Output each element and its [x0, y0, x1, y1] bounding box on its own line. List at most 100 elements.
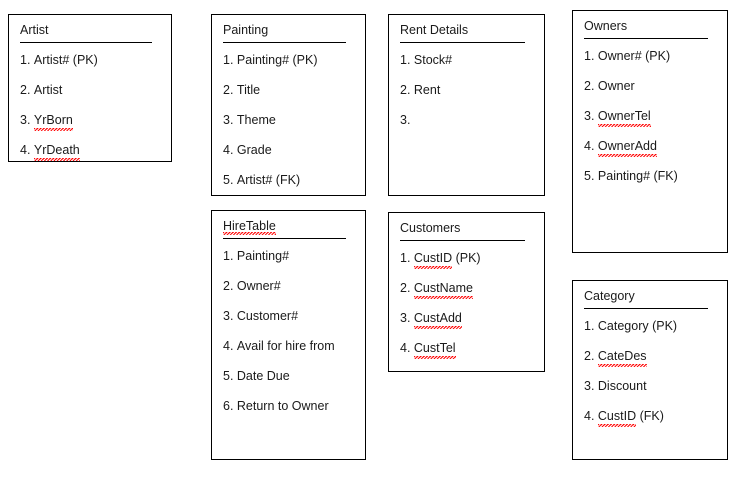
attribute-number: 4.	[223, 339, 237, 353]
attribute-item: 1. Stock#	[400, 53, 453, 67]
attribute-number: 2.	[400, 281, 414, 295]
spellcheck-flagged-word: CustAdd	[413, 311, 462, 329]
attribute-number: 5.	[223, 173, 237, 187]
attribute-item: 2. Title	[223, 83, 261, 97]
attribute-number: 2.	[584, 79, 598, 93]
attribute-number: 1.	[223, 53, 237, 67]
attribute-list: 1. Painting# (PK) 2. Title 3. Theme 4. Grad…	[223, 52, 356, 188]
spellcheck-flagged-word: CustID	[597, 409, 637, 427]
entity-title-row: Rent Details	[400, 21, 535, 39]
entity-title-row: Customers	[400, 219, 535, 237]
spellcheck-flagged-word: OwnerAdd	[597, 139, 658, 157]
attribute-number: 2.	[20, 83, 34, 97]
title-divider	[223, 42, 346, 43]
entity-title: Owners	[584, 19, 628, 33]
attribute-item: 1. Painting#	[223, 249, 290, 263]
attribute-number: 4.	[584, 409, 598, 423]
attribute-item: 1. Category (PK)	[584, 319, 678, 333]
attribute-item: 1. Artist# (PK)	[20, 53, 98, 67]
attribute-item: 4. CustTel	[400, 340, 535, 359]
attribute-list: 1. Artist# (PK) 2. Artist 3. YrBorn 4. YrDe…	[20, 52, 162, 161]
attribute-number: 3.	[400, 311, 414, 325]
title-divider	[20, 42, 152, 43]
attribute-number: 6.	[223, 399, 237, 413]
attribute-number: 3.	[584, 109, 598, 123]
attribute-number: 1.	[20, 53, 34, 67]
title-divider	[584, 38, 708, 39]
attribute-list: 1. Owner# (PK) 2. Owner 3. OwnerTel 4. Owne…	[584, 48, 718, 184]
attribute-number: 3.	[584, 379, 598, 393]
attribute-item: 3. Discount	[584, 379, 647, 393]
entity-title-row: Owners	[584, 17, 718, 35]
attribute-number: 1.	[400, 53, 414, 67]
attribute-number: 4.	[223, 143, 237, 157]
entity-box-owners: Owners 1. Owner# (PK) 2. Owner 3. OwnerTel 4…	[572, 10, 728, 253]
entity-box-hiretable: HireTable 1. Painting# 2. Owner# 3. Custome…	[211, 210, 366, 460]
attribute-list: 1. Painting# 2. Owner# 3. Customer# 4. Avai…	[223, 248, 356, 414]
title-divider	[400, 42, 525, 43]
attribute-item: 5. Painting# (FK)	[584, 169, 678, 183]
attribute-item: 1. Owner# (PK)	[584, 49, 671, 63]
attribute-item: 4. Grade	[223, 143, 272, 157]
attribute-number: 2.	[223, 83, 237, 97]
attribute-list: 1. Stock# 2. Rent 3.	[400, 52, 535, 128]
spellcheck-flagged-word: YrDeath	[33, 143, 80, 161]
entity-title-row: HireTable	[223, 217, 356, 235]
attribute-item: 3. Customer#	[223, 309, 299, 323]
attribute-number: 1.	[400, 251, 414, 265]
entity-box-artist: Artist 1. Artist# (PK) 2. Artist 3. YrBorn 4…	[8, 14, 172, 162]
spellcheck-flagged-word: OwnerTel	[597, 109, 651, 127]
attribute-item: 2. Owner#	[223, 279, 281, 293]
attribute-item: 2. CateDes	[584, 348, 718, 367]
attribute-item: 2. CustName	[400, 280, 535, 299]
attribute-item: 4. YrDeath	[20, 142, 162, 161]
attribute-number: 5.	[584, 169, 598, 183]
attribute-item: 4. Avail for hire from	[223, 339, 335, 353]
attribute-number: 4.	[400, 341, 414, 355]
entity-box-rent-details: Rent Details 1. Stock# 2. Rent 3.	[388, 14, 545, 196]
spellcheck-flagged-word: CateDes	[597, 349, 647, 367]
attribute-number: 3.	[223, 113, 237, 127]
attribute-item: 1. CustID (PK)	[400, 251, 481, 269]
title-divider	[584, 308, 708, 309]
attribute-number: 4.	[20, 143, 34, 157]
attribute-item: 2. Artist	[20, 83, 63, 97]
entity-title: Customers	[400, 221, 461, 235]
attribute-number: 3.	[223, 309, 237, 323]
title-divider	[223, 238, 346, 239]
entity-title: Artist	[20, 23, 49, 37]
attribute-item: 6. Return to Owner	[223, 399, 329, 413]
spellcheck-flagged-word: YrBorn	[33, 113, 73, 131]
attribute-item: 3. CustAdd	[400, 310, 535, 329]
entity-title-row: Artist	[20, 21, 162, 39]
spellcheck-flagged-word: CustTel	[413, 341, 456, 359]
attribute-item: 2. Owner	[584, 79, 635, 93]
attribute-list: 1. CustID (PK) 2. CustName 3. CustAdd 4. Cu…	[400, 250, 535, 359]
attribute-number: 4.	[584, 139, 598, 153]
attribute-item: 3. OwnerTel	[584, 108, 718, 127]
attribute-item: 4. OwnerAdd	[584, 138, 718, 157]
attribute-number: 1.	[584, 49, 598, 63]
attribute-item: 3. YrBorn	[20, 112, 162, 131]
spellcheck-flagged-word: CustName	[413, 281, 474, 299]
entity-box-category: Category 1. Category (PK) 2. CateDes 3. Dis…	[572, 280, 728, 460]
entity-box-customers: Customers 1. CustID (PK) 2. CustName 3. Cus…	[388, 212, 545, 372]
entity-title: Painting	[223, 23, 269, 37]
attribute-number: 1.	[223, 249, 237, 263]
entity-title: HireTable	[223, 219, 276, 235]
attribute-item: 1. Painting# (PK)	[223, 53, 318, 67]
attribute-number: 2.	[400, 83, 414, 97]
attribute-number: 2.	[584, 349, 598, 363]
attribute-number: 1.	[584, 319, 598, 333]
attribute-number: 5.	[223, 369, 237, 383]
attribute-number: 2.	[223, 279, 237, 293]
attribute-item: 2. Rent	[400, 83, 441, 97]
spellcheck-flagged-word: CustID	[413, 251, 453, 269]
attribute-item: 3. Theme	[223, 113, 276, 127]
attribute-item: 5. Artist# (FK)	[223, 173, 301, 187]
entity-title: Category	[584, 289, 635, 303]
entity-title: Rent Details	[400, 23, 469, 37]
attribute-item: 3.	[400, 112, 535, 128]
